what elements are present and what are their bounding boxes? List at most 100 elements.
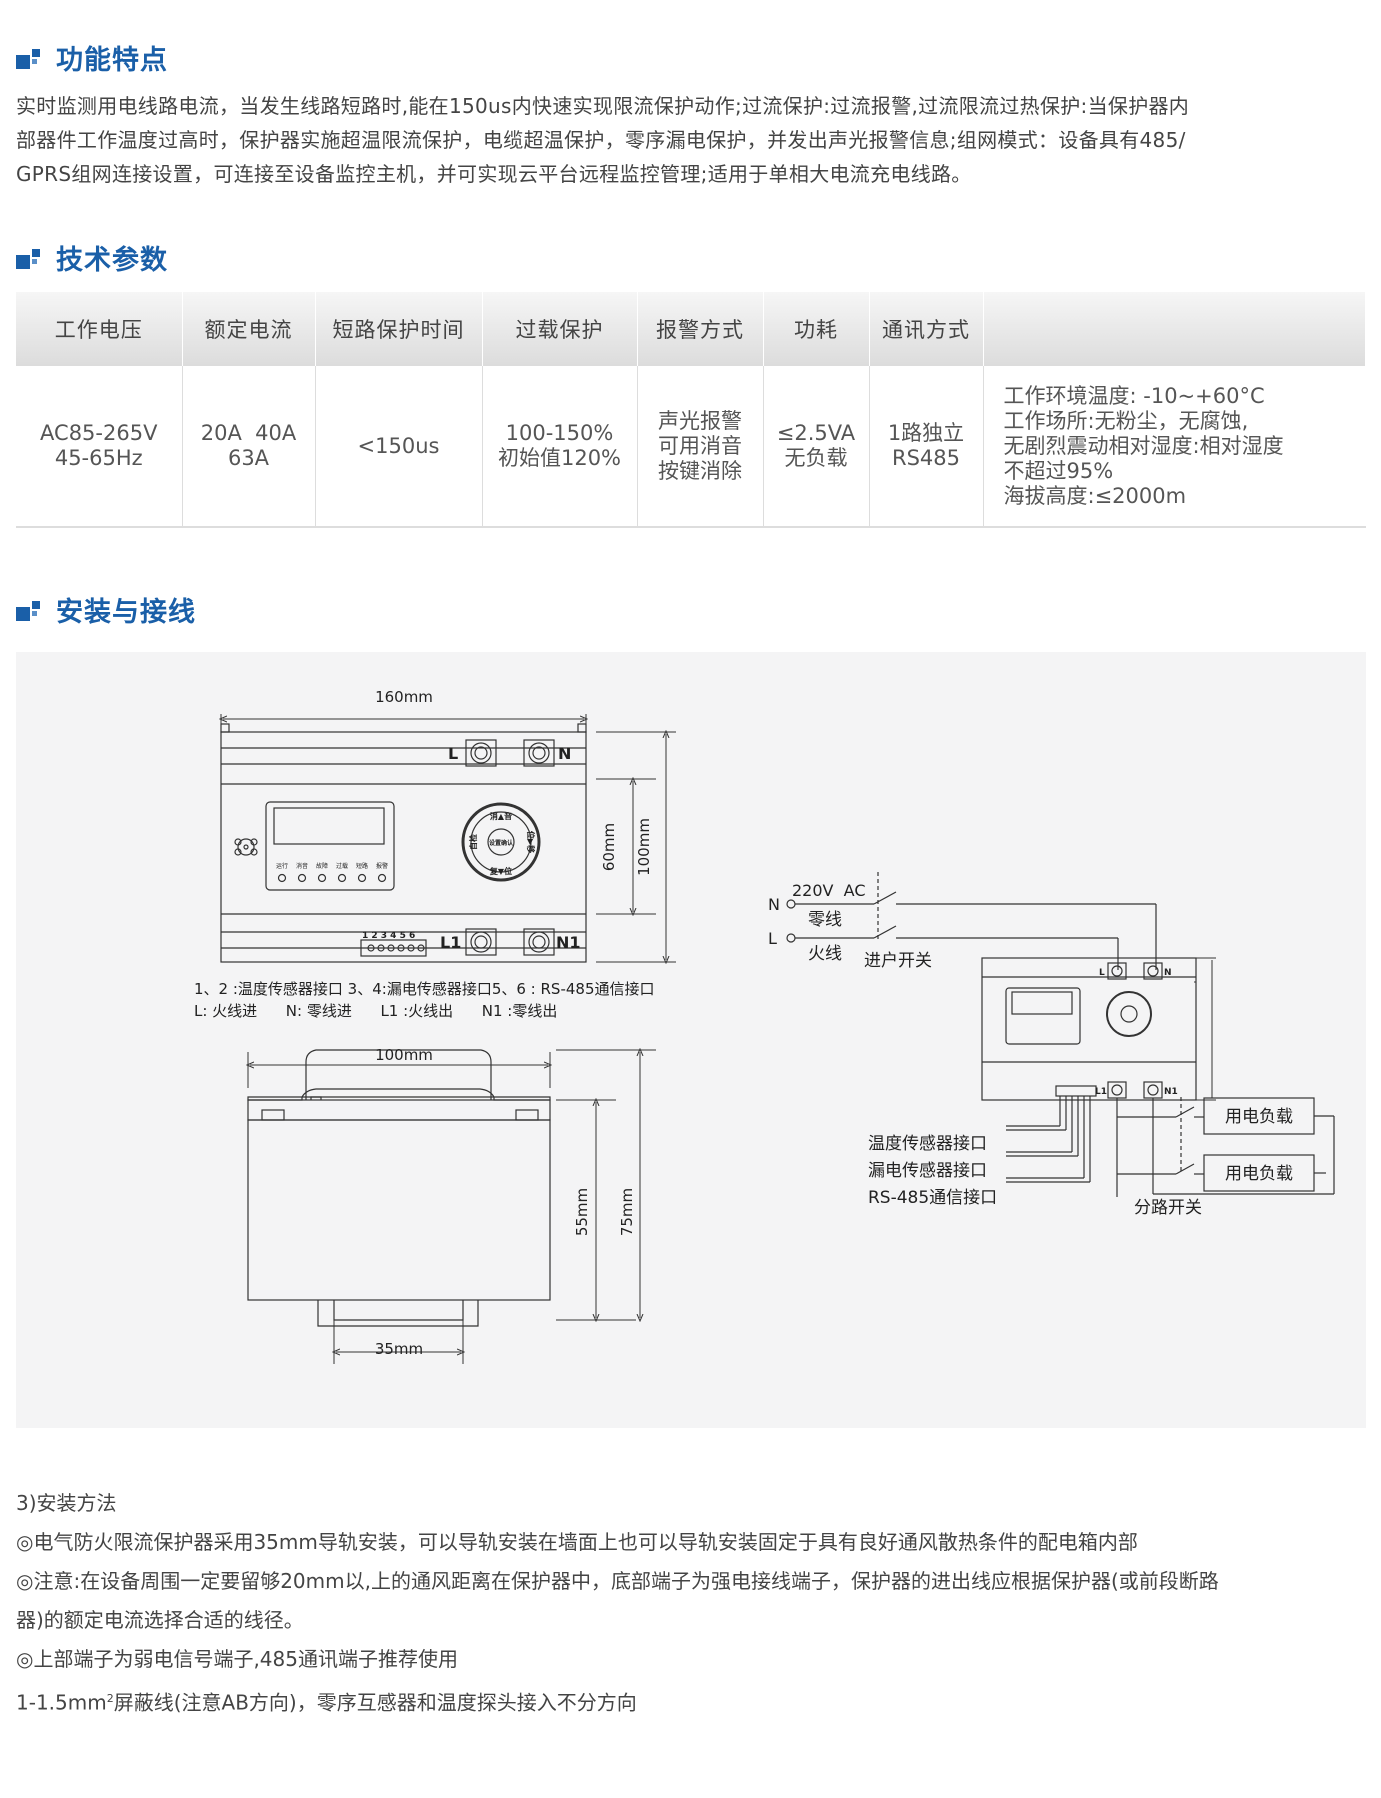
cell-line: 声光报警 [658,408,742,433]
install-line: ◎注意:在设备周围一定要留够20mm以,上的通风距离在保护器中，底部端子为强电接… [16,1569,1219,1593]
cell-line: 无剧烈震动相对湿度:相对湿度 [1003,433,1284,458]
dim-35: 35mm [375,1340,423,1358]
temp-port-label: 温度传感器接口 [868,1134,987,1154]
dim-55: 55mm [573,1188,591,1236]
wiring-N: N [768,895,780,914]
features-text: 实时监测用电线路电流，当发生线路短路时,能在150us内快速实现限流保护动作;过… [16,89,1366,191]
term-L: L [448,744,458,763]
section-square-icon [16,45,46,71]
led-label: 消音 [296,862,308,870]
header-voltage: 工作电压 [16,292,183,366]
term-N: N [558,744,571,763]
cell-current: 20A 40A 63A [182,366,316,528]
specs-title: 技术参数 [56,245,168,276]
dim-60: 60mm [600,823,618,871]
wiring-voltage: 220V AC [792,881,866,900]
features-heading: 功能特点 [16,38,168,77]
cell-line: 20A 40A [200,421,297,445]
dim-100-v: 100mm [635,818,653,876]
wiring-zero-line: 零线 [808,910,842,930]
port-note: 1、2 :温度传感器接口 3、4:漏电传感器接口5、6 : RS-485通信接口 [194,980,654,998]
rs485-port-label: RS-485通信接口 [868,1188,997,1208]
install-line: 1-1.5mm2屏蔽线(注意AB方向)，零序互感器和温度探头接入不分方向 [16,1679,1371,1723]
cell-line: 工作环境温度: -10~+60°C [1003,383,1265,408]
small-term-N: N [1164,968,1172,978]
spec-header-row: 工作电压 额定电流 短路保护时间 过载保护 报警方式 功耗 通讯方式 [16,292,1366,366]
cell-line: RS485 [891,446,960,470]
spec-value-row: AC85-265V 45-65Hz 20A 40A 63A <150us 100… [16,366,1366,528]
cell-line: 不超过95% [1003,458,1114,483]
keypad [461,802,541,882]
header-power: 功耗 [763,292,870,366]
port-numbers: 1 2 3 4 5 6 [362,931,415,941]
led-label: 故障 [316,862,328,870]
diagram-svg: 160mm 60mm 100mm L N L1 N1 1 2 3 4 5 6 消… [194,688,1335,1364]
cell-line: <150us [357,433,440,458]
terminal-note: L: 火线进 N: 零线进 L1 :火线出 N1 :零线出 [194,1002,557,1020]
install-subtitle: 3)安装方法 [16,1491,117,1515]
cell-line: AC85-265V [40,421,158,445]
install-line-a: 1-1.5mm [16,1690,107,1715]
wiring-L: L [768,929,777,948]
specs-heading: 技术参数 [16,238,168,277]
cell-env: 工作环境温度: -10~+60°C 工作场所:无粉尘，无腐蚀, 无剧烈震动相对湿… [983,366,1366,528]
header-overload: 过载保护 [482,292,638,366]
features-line: GPRS组网连接设置，可连接至设备监控主机，并可实现云平台远程监控管理;适用于单… [16,162,972,186]
dim-100-h: 100mm [375,1046,433,1064]
header-short-circuit: 短路保护时间 [315,292,483,366]
header-env [983,292,1366,366]
header-current: 额定电流 [182,292,316,366]
diagram-labels: 160mm 60mm 100mm L N L1 N1 1 2 3 4 5 6 消… [194,688,1293,1358]
install-line: 器)的额定电流选择合适的线径。 [16,1608,304,1632]
cell-line: 63A [227,446,270,470]
header-comm: 通讯方式 [869,292,984,366]
section-square-icon [16,597,46,623]
fan-icon [234,838,258,856]
cell-line: 海拔高度:≤2000m [1003,483,1187,508]
small-term-L1: L1 [1095,1087,1107,1097]
header-alarm: 报警方式 [637,292,764,366]
features-line: 实时监测用电线路电流，当发生线路短路时,能在150us内快速实现限流保护动作;过… [16,94,1190,118]
led-label: 报警 [376,862,388,870]
wiring-diagram: 160mm 60mm 100mm L N L1 N1 1 2 3 4 5 6 消… [16,652,1366,1428]
install-line-sup: 2 [106,1692,114,1705]
cell-comm: 1路独立 RS485 [869,366,984,528]
dim-160: 160mm [375,688,433,706]
install-heading: 安装与接线 [16,590,196,629]
cell-line: ≤2.5VA [776,421,856,445]
wiring-schematic [786,872,1335,1197]
leak-port-label: 漏电传感器接口 [868,1161,987,1181]
btn-center: 设置确认 [489,839,514,847]
led-label: 短路 [356,862,368,870]
main-switch-label: 进户开关 [864,951,932,971]
wiring-fire-line: 火线 [808,944,842,964]
cell-short-circuit: <150us [315,366,483,528]
spec-table: 工作电压 额定电流 短路保护时间 过载保护 报警方式 功耗 通讯方式 AC85-… [16,292,1366,528]
install-title: 安装与接线 [56,597,196,628]
small-term-L: L [1099,968,1105,978]
section-square-icon [16,245,46,271]
cell-line: 1路独立 [887,421,965,445]
btn-right: 位▶移 [526,831,536,853]
load1-label: 用电负载 [1225,1107,1293,1127]
cell-line: 100-150% [505,421,614,445]
features-line: 部器件工作温度过高时，保护器实施超温限流保护，电缆超温保护，零序漏电保护，并发出… [16,128,1186,152]
install-method: 3)安装方法 ◎电气防火限流保护器采用35mm导轨安装，可以导轨安装在墙面上也可… [16,1484,1371,1723]
install-line: ◎上部端子为弱电信号端子,485通讯端子推荐使用 [16,1647,458,1671]
led-label: 运行 [276,862,288,870]
install-line-b: 屏蔽线(注意AB方向)，零序互感器和温度探头接入不分方向 [113,1690,637,1715]
cell-line: 可用消音 [658,433,742,458]
cell-line: 工作场所:无粉尘，无腐蚀, [1003,408,1249,433]
install-line: ◎电气防火限流保护器采用35mm导轨安装，可以导轨安装在墙面上也可以导轨安装固定… [16,1530,1138,1554]
features-title: 功能特点 [56,45,168,76]
cell-power: ≤2.5VA 无负载 [763,366,870,528]
cell-alarm: 声光报警 可用消音 按键消除 [637,366,764,528]
cell-voltage: AC85-265V 45-65Hz [16,366,183,528]
cell-line: 无负载 [784,446,848,470]
btn-down: 复▼位 [489,866,512,876]
btn-left: 自检 [468,834,478,850]
dim-75: 75mm [618,1188,636,1236]
branch-switch-label: 分路开关 [1134,1198,1202,1218]
front-view-device [220,723,587,963]
cell-line: 初始值120% [497,446,622,470]
